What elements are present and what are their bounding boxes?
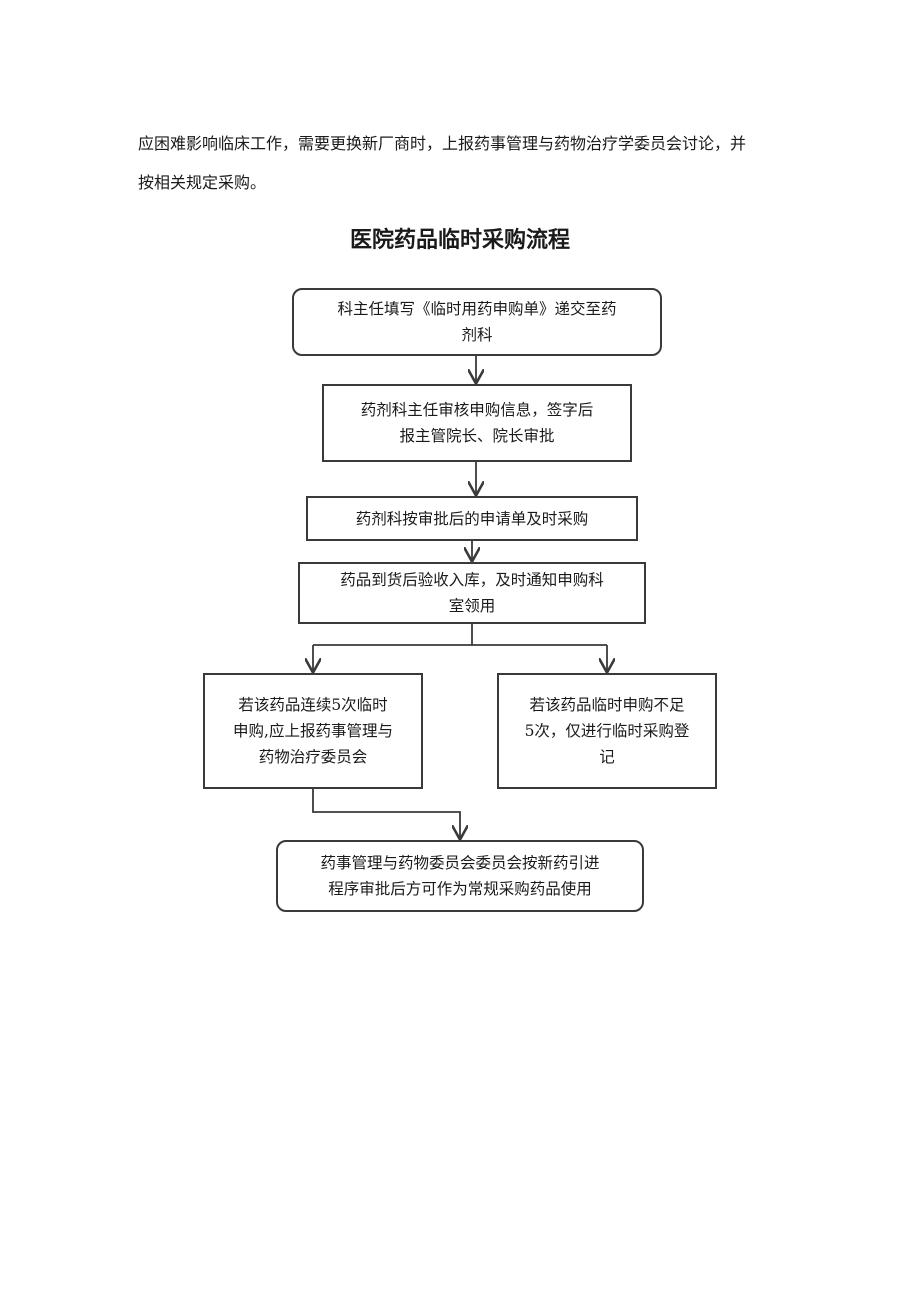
step2-pharmacy-review-box: 药剂科主任审核申购信息，签字后 报主管院长、院长审批 — [322, 384, 632, 462]
final-text-line2: 程序审批后方可作为常规采购药品使用 — [328, 880, 592, 898]
branch-left-text-line1: 若该药品连续5次临时 — [238, 696, 388, 714]
branch-right-text-line2: 5次，仅进行临时采购登 — [524, 722, 690, 740]
intro-paragraph-line1: 应困难影响临床工作，需要更换新厂商时，上报药事管理与药物治疗学委员会讨论，并 — [138, 134, 747, 153]
step2-text-line1: 药剂科主任审核申购信息，签字后 — [360, 401, 594, 419]
branch-right-text-line3: 记 — [599, 748, 615, 766]
step1-text-line2: 剂科 — [461, 326, 493, 344]
final-committee-approval-box: 药事管理与药物委员会委员会按新药引进 程序审批后方可作为常规采购药品使用 — [276, 840, 644, 912]
step4-receive-stock-box: 药品到货后验收入库，及时通知申购科 室领用 — [298, 562, 646, 624]
branch-left-five-times-box: 若该药品连续5次临时 申购,应上报药事管理与 药物治疗委员会 — [203, 673, 423, 789]
branch-left-text-line3: 药物治疗委员会 — [258, 748, 368, 766]
arrow-branch-left-to-final — [312, 789, 460, 838]
step1-text-line1: 科主任填写《临时用药申购单》递交至药 — [337, 300, 617, 318]
branch-left-text-line2: 申购,应上报药事管理与 — [233, 722, 393, 740]
branch-right-under-five-box: 若该药品临时申购不足 5次，仅进行临时采购登 记 — [497, 673, 717, 789]
step3-text-line1: 药剂科按审批后的申请单及时采购 — [355, 509, 589, 528]
branch-right-text-line1: 若该药品临时申购不足 — [529, 696, 685, 714]
step1-fill-requisition-box: 科主任填写《临时用药申购单》递交至药 剂科 — [292, 288, 662, 356]
step3-purchase-box: 药剂科按审批后的申请单及时采购 — [306, 496, 638, 541]
flowchart-title: 医院药品临时采购流程 — [349, 228, 570, 253]
step4-text-line1: 药品到货后验收入库，及时通知申购科 — [340, 571, 604, 589]
final-text-line1: 药事管理与药物委员会委员会按新药引进 — [320, 854, 600, 872]
step4-text-line2: 室领用 — [448, 597, 496, 615]
intro-paragraph-line2: 按相关规定采购。 — [138, 173, 267, 192]
step2-text-line2: 报主管院长、院长审批 — [399, 427, 555, 445]
